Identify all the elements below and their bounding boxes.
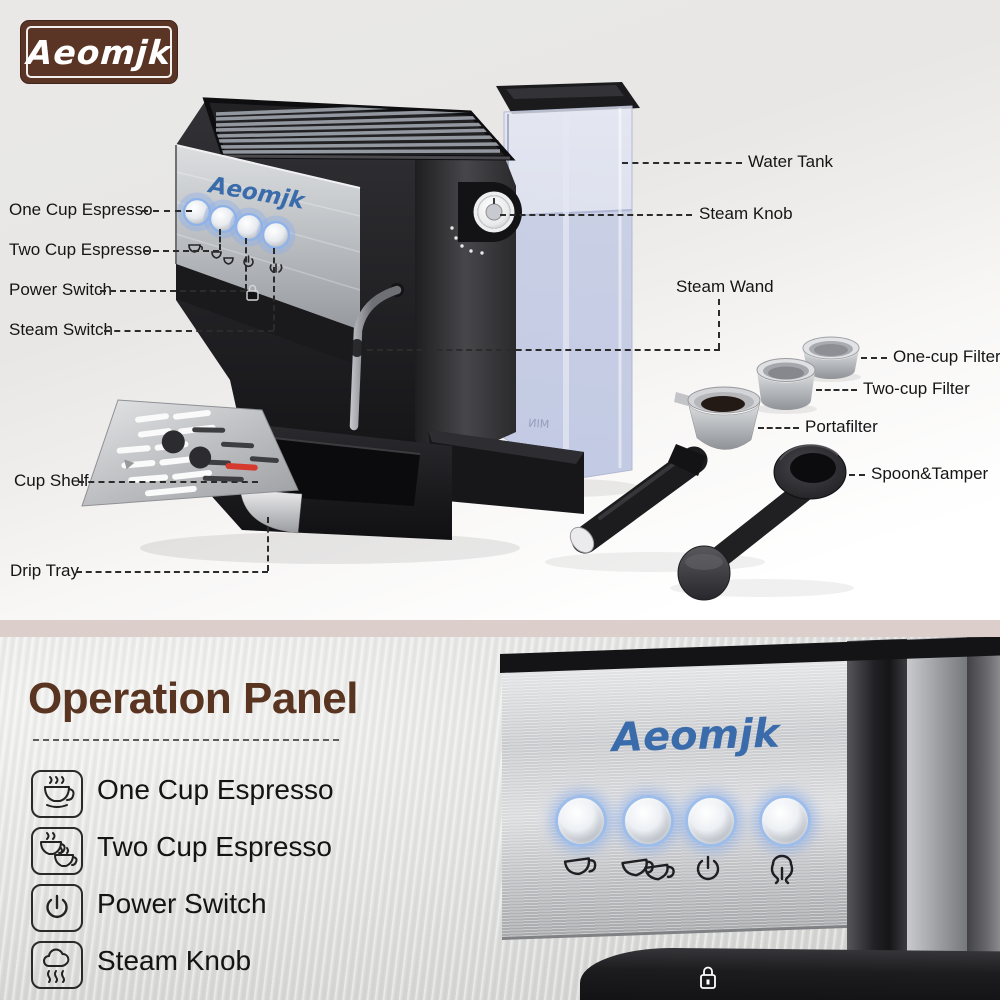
section-divider: [0, 620, 1000, 637]
closeup-steam-button: [759, 795, 811, 847]
spoon-and-tamper: [677, 444, 847, 601]
steam-knob-icon: [31, 941, 83, 989]
closeup-one-cup-button: [555, 795, 607, 847]
drip-tray-red-indicator: [225, 462, 258, 471]
leader-water-tank: [622, 162, 742, 164]
closeup-button-icons: [563, 854, 794, 885]
panel-buttons: [177, 192, 296, 255]
brand-logo-badge: Aeomjk: [20, 20, 178, 84]
operation-panel-closeup: Aeomjk: [500, 637, 1000, 1000]
closeup-bottom-housing: [580, 947, 1000, 1000]
label-drip-tray: Drip Tray: [10, 561, 79, 580]
one-cup-espresso-icon: [31, 770, 83, 818]
label-steam-knob: Steam Knob: [699, 204, 793, 223]
leader-steam-wand-v: [718, 299, 720, 349]
leader-power-switch: [100, 290, 246, 292]
two-cup-filter: [756, 358, 816, 410]
leader-steam-switch: [104, 330, 274, 332]
leader-steam-switch-v: [273, 248, 275, 330]
panel-button-icons: [188, 244, 283, 273]
label-one-cup-espresso: One Cup Espresso: [9, 200, 153, 219]
power-icon: [696, 855, 720, 881]
operation-panel-title: Operation Panel: [28, 674, 358, 723]
label-portafilter: Portafilter: [805, 417, 878, 436]
steam-knob: [450, 182, 522, 255]
leader-drip-tray: [76, 571, 268, 573]
one-cup-filter: [802, 336, 860, 379]
leader-two-cup-espresso: [143, 250, 219, 252]
leader-steam-wand: [367, 349, 720, 351]
closeup-two-cup-button: [622, 795, 674, 847]
steam-icon: [770, 854, 794, 885]
leader-drip-tray-v: [267, 517, 269, 571]
leader-portafilter: [758, 427, 799, 429]
brand-logo-text: Aeomjk: [25, 32, 173, 72]
power-switch-icon: [31, 884, 83, 932]
two-cup-espresso-icon: [31, 827, 83, 875]
label-spoon-tamper: Spoon&Tamper: [871, 464, 989, 483]
closeup-right-edge-band: [967, 637, 1000, 1000]
closeup-dark-reflection-band: [847, 638, 907, 1000]
lock-icon: [246, 284, 259, 301]
panel-lower-band: [176, 264, 360, 366]
label-steam-switch: Steam Switch: [9, 320, 113, 339]
tank-min-marking: MIN: [528, 417, 550, 431]
label-power-switch: Power Switch: [9, 280, 112, 299]
feature-power-switch: Power Switch: [97, 888, 267, 919]
closeup-machine-logo: Aeomjk: [611, 710, 781, 762]
leader-steam-knob: [500, 214, 692, 216]
label-two-cup-espresso: Two Cup Espresso: [9, 240, 152, 259]
leader-power-switch-v: [245, 238, 247, 290]
two-cup-icon: [621, 858, 675, 881]
water-tank: MIN: [496, 82, 640, 481]
cup-shelf-plate: [81, 399, 299, 507]
leader-cup-shelf: [78, 481, 258, 483]
leader-two-cup-espresso-v: [219, 229, 221, 250]
leader-one-cup-espresso: [142, 210, 192, 212]
control-panel: Aeomjk: [175, 144, 361, 366]
closeup-power-button: [685, 795, 737, 847]
closeup-chrome-band: [907, 637, 967, 1000]
portafilter: [569, 386, 761, 554]
espresso-machine-illustration: MIN Aeomjk: [81, 82, 861, 601]
label-cup-shelf: Cup Shelf: [14, 471, 89, 490]
label-one-cup-filter: One-cup Filter: [893, 347, 1000, 366]
leader-one-cup-filter: [861, 357, 887, 359]
leader-spoon-tamper: [839, 474, 865, 476]
title-dashed-rule: [33, 739, 339, 741]
closeup-lock-icon: [700, 966, 716, 989]
label-two-cup-filter: Two-cup Filter: [863, 379, 970, 398]
label-water-tank: Water Tank: [748, 152, 834, 171]
feature-steam-knob: Steam Knob: [97, 945, 252, 976]
leader-two-cup-filter: [816, 389, 857, 391]
feature-one-cup-espresso: One Cup Espresso: [97, 774, 334, 805]
feature-two-cup-espresso: Two Cup Espresso: [97, 831, 332, 862]
one-cup-icon: [563, 857, 597, 876]
steam-wand: [349, 283, 404, 431]
label-steam-wand: Steam Wand: [676, 277, 774, 296]
